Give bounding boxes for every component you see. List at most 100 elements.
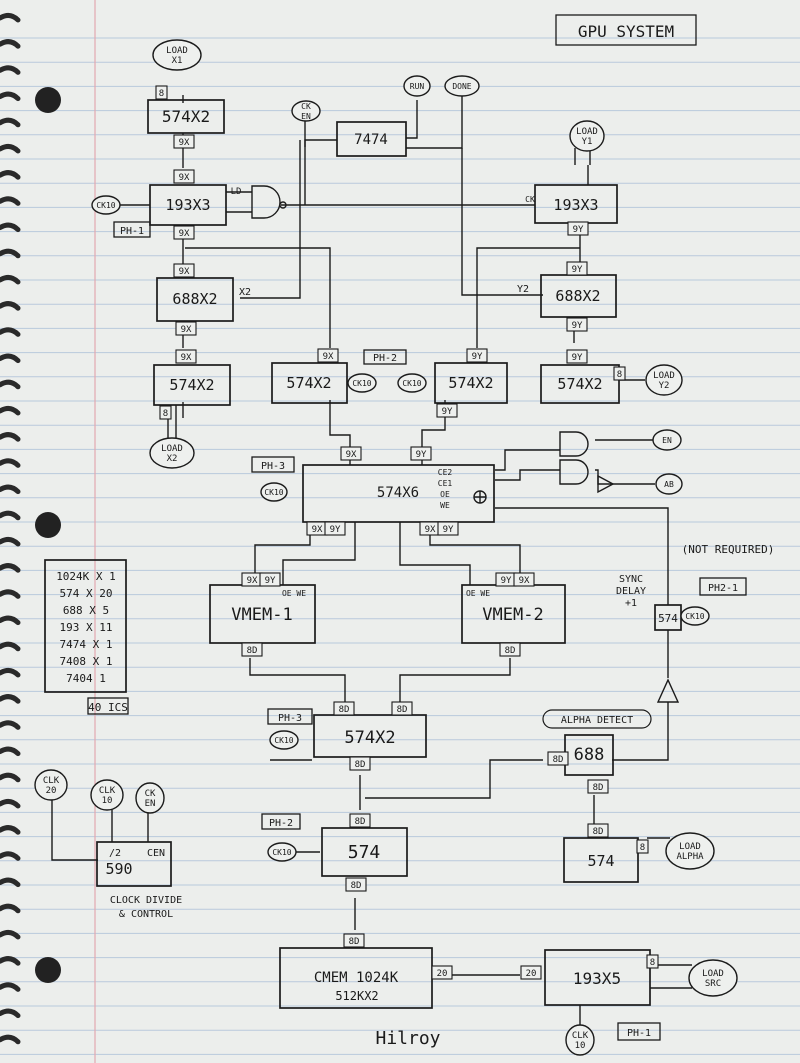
coil-loop [0, 1034, 21, 1045]
pin-label: 9Y [572, 265, 583, 275]
coil-loop [0, 615, 21, 626]
punch-hole [35, 957, 61, 983]
watermark-logo: Hilroy [375, 1028, 440, 1049]
coil-loop [0, 510, 21, 521]
pin-label: 20 [437, 969, 448, 979]
coil-loop [0, 170, 21, 180]
spiral-binding [0, 12, 21, 1045]
chip-label: CMEM 1024K [314, 970, 399, 986]
ruled-lines [0, 37, 800, 1055]
coil-loop [0, 65, 21, 75]
signal-ck-en-top [291, 100, 321, 122]
pin-box [349, 756, 371, 771]
pin-vmem2-oewe: OE WE [466, 589, 490, 598]
coil-loop [0, 484, 21, 495]
signal-text: CK10 [272, 848, 291, 857]
chip-label: 193X5 [573, 969, 621, 988]
phase-label: PH-3 [278, 713, 302, 724]
signal-load-y2 [645, 364, 683, 396]
chip-label: 688 [574, 745, 605, 765]
signal-text: 20 [46, 786, 57, 796]
pin-label: 9X [179, 267, 190, 277]
pin-574x6: WE [440, 501, 450, 510]
pin-label: 8D [553, 755, 564, 765]
pin-label: 8D [397, 705, 408, 715]
chip-574x2-y2 [540, 364, 620, 404]
signal-clk10 [90, 779, 124, 811]
pin-box [173, 134, 195, 149]
title-box [555, 14, 697, 46]
signal-text: LOAD [702, 969, 724, 979]
signal-text: DONE [452, 82, 471, 91]
coil-loop [0, 39, 21, 49]
ic-tally-line: 7404 1 [66, 672, 106, 685]
chip-7474 [336, 121, 407, 157]
pin-label: 8D [593, 827, 604, 837]
ic-tally-box [44, 559, 127, 693]
pin-box [499, 642, 521, 657]
signal-text: EN [301, 112, 311, 121]
pin-box [333, 701, 355, 716]
pin-box [173, 169, 195, 184]
coil-loop [0, 12, 21, 23]
signal-text: Y1 [582, 137, 593, 147]
signal-ab [655, 473, 683, 495]
phase-label-boxes [87, 221, 747, 1041]
binder-holes [35, 87, 61, 983]
ic-tally-line: 688 X 5 [63, 604, 109, 617]
pin-label: 9Y [442, 407, 453, 417]
signal-ck10-c [397, 373, 427, 393]
pin-box [155, 85, 168, 100]
pin-box [317, 348, 339, 363]
pin-label: 9Y [573, 225, 584, 235]
pin-label: 8D [247, 646, 258, 656]
ic-tally-line: 1024K X 1 [56, 570, 116, 583]
coil-loop [0, 379, 21, 390]
pin-label: 8 [640, 843, 645, 853]
coil-loop [0, 458, 21, 468]
coil-loop [0, 982, 21, 992]
pin-label: 9X [181, 353, 192, 363]
pin-box [566, 349, 588, 364]
signal-text: 10 [575, 1041, 586, 1051]
pin-590-cen: CEN [147, 848, 165, 859]
punch-hole [35, 512, 61, 538]
and-gate-load [251, 185, 281, 219]
chip-label: 193X3 [553, 196, 598, 214]
pin-label: 9X [312, 525, 323, 535]
pin-box [587, 779, 609, 794]
pin-box [547, 751, 569, 766]
coil-loop [0, 196, 21, 206]
signal-load-y1 [569, 120, 605, 152]
coil-loop [0, 563, 21, 573]
signal-text: CK10 [402, 379, 421, 388]
chip-label: 590 [105, 860, 132, 878]
pin-label: 9X [179, 229, 190, 239]
chip-193x5 [544, 949, 651, 1006]
signal-ck10-g [267, 842, 297, 862]
pin-label: 9X [346, 450, 357, 460]
pin-box [520, 965, 542, 980]
sync-delay-note: +1 [625, 598, 637, 609]
signal-en [652, 429, 682, 451]
chip-label: 574 [587, 852, 614, 870]
chip-label: 574X2 [344, 728, 395, 748]
pin-574x6: OE [440, 490, 450, 499]
signal-text: CLK [99, 786, 116, 796]
signal-text: 10 [102, 796, 113, 806]
signal-text: RUN [410, 82, 425, 91]
coil-loop [0, 248, 21, 259]
ck-pin-label: CK [525, 195, 535, 204]
pin-label: 8 [159, 89, 164, 99]
signal-text: LOAD [576, 127, 598, 137]
coil-loop [0, 143, 21, 154]
pin-label: 9X [179, 173, 190, 183]
signal-load-x1 [152, 39, 202, 71]
pin-box [343, 933, 365, 948]
and-gate-en [559, 431, 589, 457]
pin-vmem1-oewe: OE WE [282, 589, 306, 598]
y2-bar-label: Y2 [517, 284, 529, 295]
chip-label: 574 [658, 612, 678, 625]
